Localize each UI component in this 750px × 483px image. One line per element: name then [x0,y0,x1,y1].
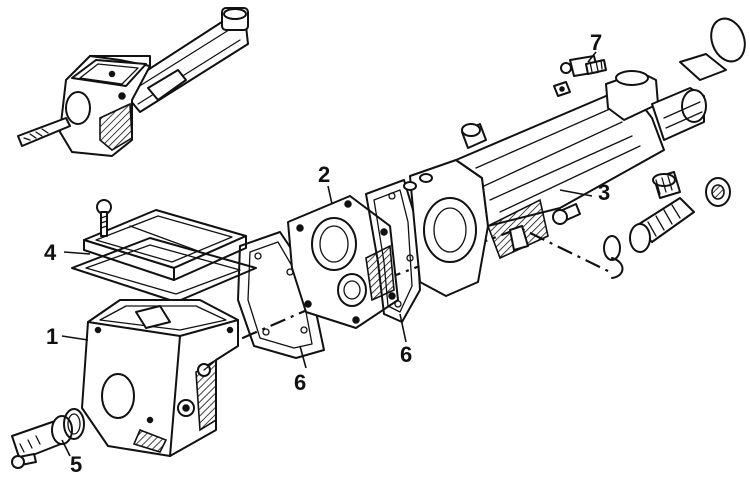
callout-1: 1 [46,324,58,349]
callout-5: 5 [70,452,82,477]
callout-4: 4 [44,240,57,265]
bush [461,123,487,149]
input-shaft-assembly [11,408,85,469]
callout-2: 2 [318,162,330,187]
front-gasket [237,231,325,359]
reverse-switch [553,55,607,97]
rear-seal-ring [710,17,746,63]
extension-housing [403,53,727,297]
main-gearbox-case [81,299,239,457]
side-bolt [552,203,581,225]
top-cover [83,199,247,281]
assembled-gearbox-inset [17,7,249,157]
speedo-drive-parts [603,171,731,279]
cover-gasket [71,237,257,303]
intermediate-plate [287,195,399,329]
callout-3: 3 [598,180,610,205]
callout-6-left: 6 [294,370,306,395]
callout-6-right: 6 [400,342,412,367]
callout-7: 7 [590,30,602,55]
